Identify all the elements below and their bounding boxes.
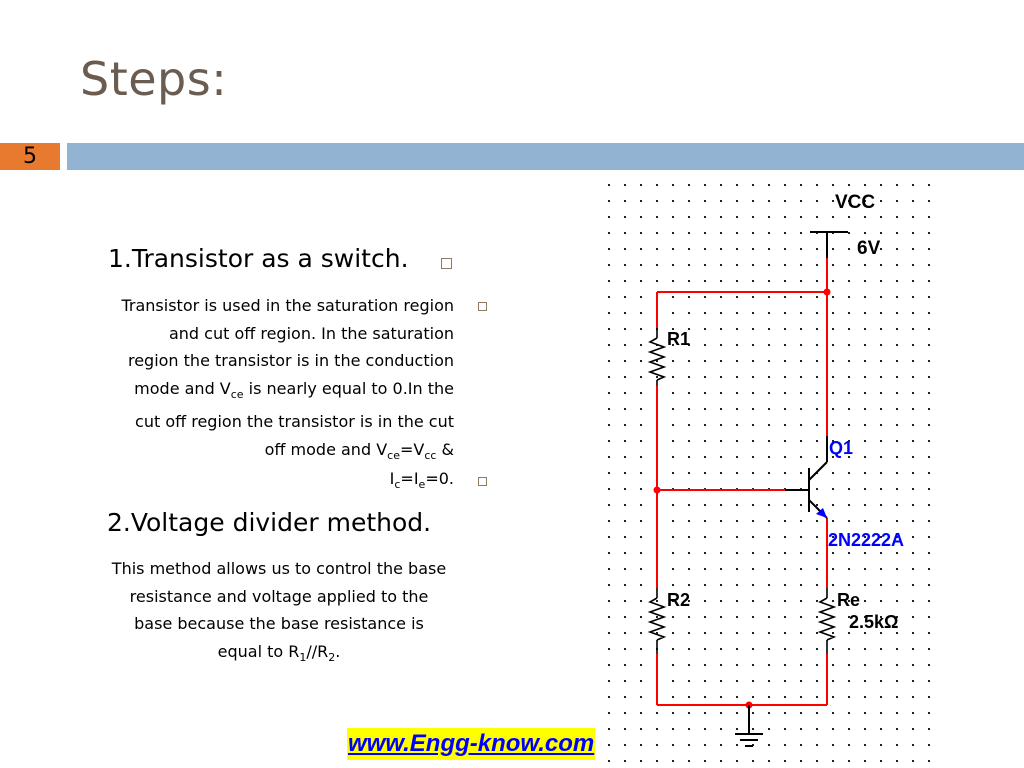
text-line: Transistor is used in the saturation reg… (121, 296, 454, 315)
text-line: off mode and Vce=Vcc & (264, 439, 454, 462)
re-value: 2.5kΩ (849, 612, 898, 632)
text-line: resistance and voltage applied to the (129, 586, 429, 606)
wires (656, 258, 828, 706)
text-line: This method allows us to control the bas… (111, 559, 447, 578)
r2-label: R2 (667, 590, 690, 610)
bullet-square-icon (478, 302, 487, 311)
text-line: base because the base resistance is (134, 614, 424, 633)
vcc-source (810, 231, 848, 258)
section1-heading: 1.Transistor as a switch. (108, 244, 409, 273)
slide-number: 5 (0, 143, 60, 170)
resistor-re (817, 588, 837, 654)
resistor-r1 (647, 328, 667, 386)
text-line: and cut off region. In the saturation (168, 323, 454, 343)
header-bar (67, 143, 1024, 170)
ground-icon (735, 705, 763, 747)
section2-paragraph: This method allows us to control the bas… (84, 555, 474, 671)
text-line: region the transistor is in the conducti… (127, 351, 454, 370)
bullet-square-icon (478, 477, 487, 486)
slide-title: Steps: (80, 52, 228, 106)
grid-background (605, 178, 941, 768)
r1-label: R1 (667, 329, 690, 349)
section1-paragraph-end: Ic=Ie=0. (389, 469, 454, 492)
section1-paragraph: Transistor is used in the saturation reg… (70, 292, 454, 469)
resistor-r2 (647, 588, 667, 654)
website-link[interactable]: www.Engg-know.com (347, 728, 596, 760)
circuit-schematic: VCC 6V (605, 178, 941, 768)
q1-label: Q1 (829, 438, 853, 458)
bullet-square-icon (441, 258, 452, 269)
vcc-value: 6V (857, 238, 881, 259)
text-line: mode and Vce is nearly equal to 0.In the (134, 378, 454, 401)
section2-heading: 2.Voltage divider method. (107, 508, 432, 537)
vcc-label: VCC (835, 192, 875, 213)
emitter-arrow-icon (816, 508, 827, 518)
text-line: equal to R1//R2. (217, 641, 341, 664)
q1-part-label: 2N2222A (828, 530, 904, 550)
text-line: cut off region the transistor is in the … (135, 412, 454, 432)
transistor-q1 (785, 436, 828, 519)
re-label: Re (837, 590, 860, 610)
